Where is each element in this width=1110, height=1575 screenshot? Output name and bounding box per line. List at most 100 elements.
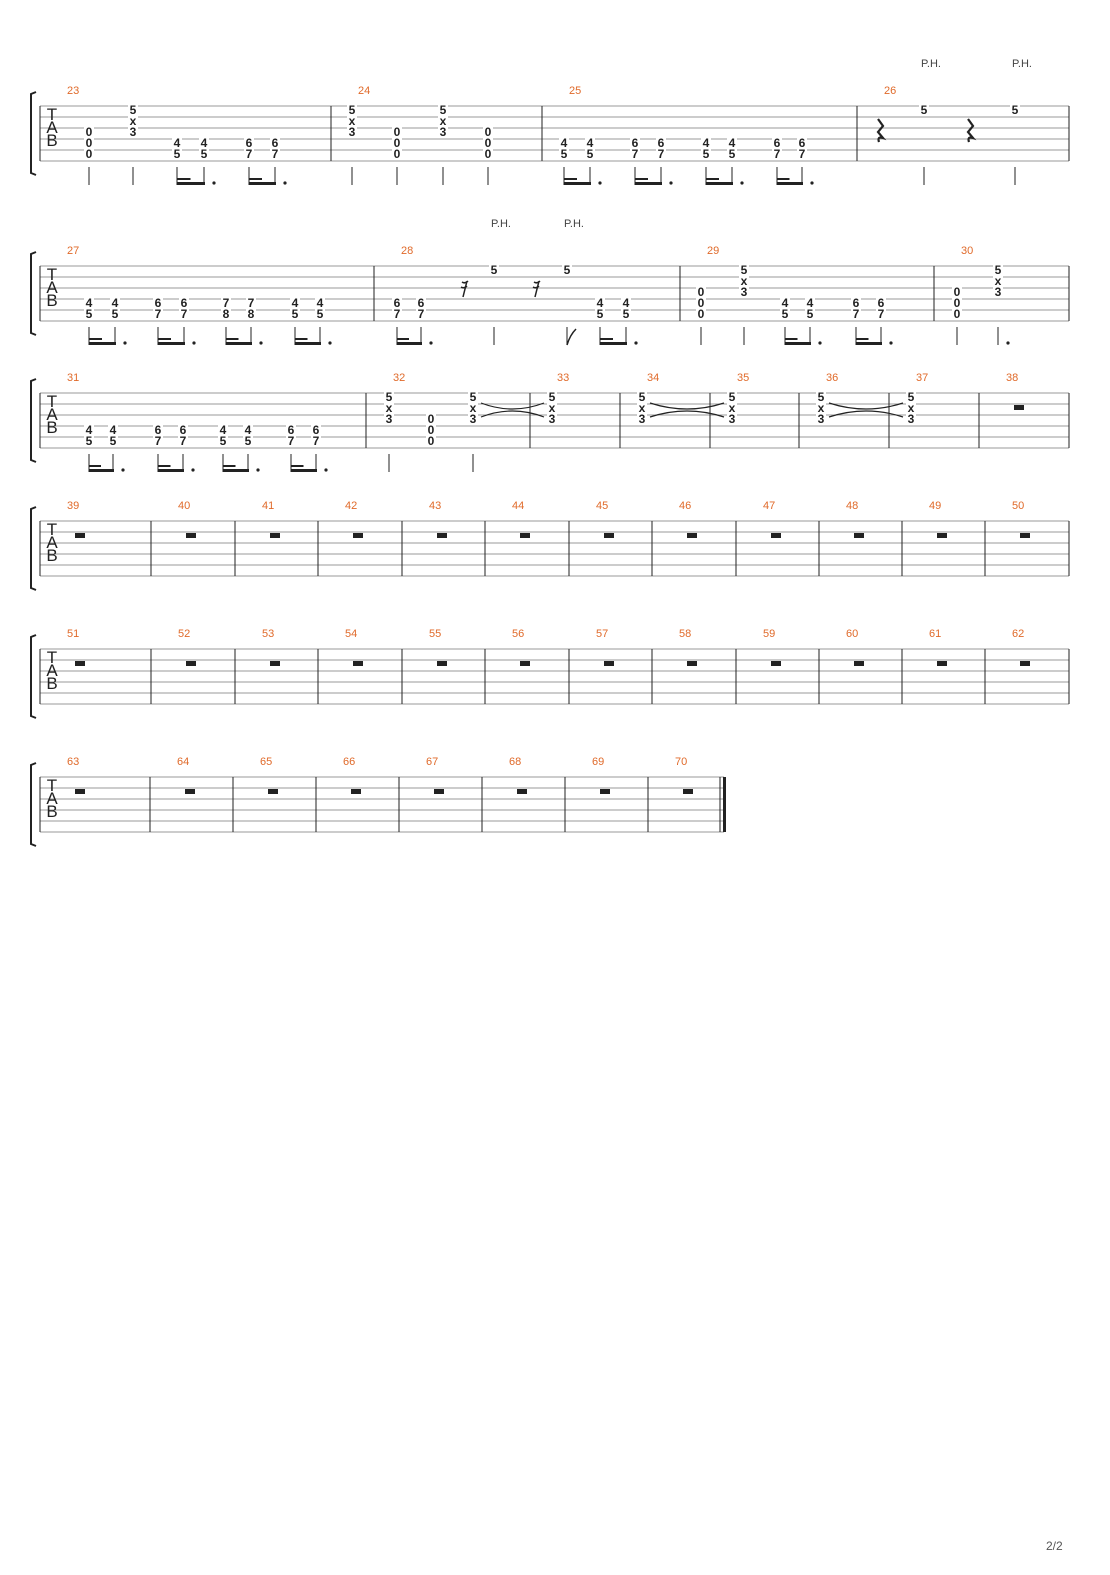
fret-mask <box>153 308 163 319</box>
fret-number: 5 <box>921 103 928 117</box>
fret-number: 0 <box>485 125 492 139</box>
fret-mask <box>701 148 711 159</box>
whole-rest <box>270 533 280 538</box>
fret-number: 5 <box>86 434 93 448</box>
fret-mask <box>246 308 256 319</box>
dot <box>740 181 744 185</box>
fret-number: 5 <box>639 390 646 404</box>
measure-number: 27 <box>67 245 79 257</box>
measure-number: 36 <box>826 372 838 384</box>
beam-secondary <box>635 178 648 180</box>
fret-number: 6 <box>181 296 188 310</box>
measure-number: 48 <box>846 500 858 512</box>
whole-rest <box>687 533 697 538</box>
fret-mask <box>851 297 861 308</box>
fret-mask <box>876 308 886 319</box>
tab-clef-letter: T <box>47 265 57 284</box>
tie <box>480 410 545 418</box>
fret-mask <box>286 435 296 446</box>
fret-number: 5 <box>807 307 814 321</box>
fret-number: 0 <box>954 285 961 299</box>
fret-number: 6 <box>878 296 885 310</box>
fret-mask <box>392 126 402 137</box>
whole-rest <box>351 789 361 794</box>
fret-number: 6 <box>853 296 860 310</box>
fret-number: 5 <box>564 263 571 277</box>
whole-rest <box>185 789 195 794</box>
fret-mask <box>246 297 256 308</box>
fret-number: 7 <box>181 307 188 321</box>
fret-number: 6 <box>394 296 401 310</box>
fret-mask <box>780 308 790 319</box>
dot <box>669 181 673 185</box>
fret-mask <box>816 402 826 413</box>
fret-number: 4 <box>703 136 710 150</box>
fret-mask <box>392 297 402 308</box>
fret-number: 5 <box>561 147 568 161</box>
fret-number: x <box>639 401 646 415</box>
dot <box>1006 341 1010 345</box>
dot <box>810 181 814 185</box>
dot <box>259 341 263 345</box>
fret-number: 7 <box>799 147 806 161</box>
fret-mask <box>906 391 916 402</box>
fret-mask <box>347 104 357 115</box>
fret-mask <box>797 148 807 159</box>
measure-number: 49 <box>929 500 941 512</box>
fret-number: x <box>908 401 915 415</box>
fret-mask <box>218 435 228 446</box>
fret-mask <box>656 137 666 148</box>
fret-number: 6 <box>246 136 253 150</box>
fret-number: 0 <box>954 307 961 321</box>
measure-number: 23 <box>67 85 79 97</box>
fret-number: 5 <box>110 434 117 448</box>
fret-number: 8 <box>248 307 255 321</box>
fret-number: 5 <box>741 263 748 277</box>
fret-number: 3 <box>729 412 736 426</box>
staff-bracket <box>30 91 37 176</box>
fret-number: 0 <box>954 296 961 310</box>
fret-mask <box>468 391 478 402</box>
measure-number: 38 <box>1006 372 1018 384</box>
sixteenth-rest <box>532 280 541 298</box>
fret-number: 4 <box>587 136 594 150</box>
whole-rest <box>854 661 864 666</box>
fret-mask <box>851 308 861 319</box>
beam <box>706 182 733 185</box>
beam <box>249 182 276 185</box>
fret-number: 0 <box>698 285 705 299</box>
measure-number: 25 <box>569 85 581 97</box>
dot <box>283 181 287 185</box>
whole-rest <box>186 533 196 538</box>
fret-number: 5 <box>729 147 736 161</box>
measure-number: 52 <box>178 628 190 640</box>
fret-number: 7 <box>248 296 255 310</box>
fret-number: 4 <box>782 296 789 310</box>
dot <box>324 468 328 472</box>
measure-number: 28 <box>401 245 413 257</box>
fret-mask <box>656 148 666 159</box>
whole-rest <box>1014 405 1024 410</box>
whole-rest <box>517 789 527 794</box>
fret-number: 0 <box>394 147 401 161</box>
fret-mask <box>559 137 569 148</box>
fret-mask <box>347 126 357 137</box>
beam-secondary <box>226 338 239 340</box>
fret-number: 7 <box>878 307 885 321</box>
fret-mask <box>595 308 605 319</box>
fret-mask <box>243 435 253 446</box>
fret-mask <box>221 308 231 319</box>
fret-number: 7 <box>658 147 665 161</box>
fret-number: 0 <box>428 412 435 426</box>
beam <box>397 342 422 345</box>
fret-number: 5 <box>491 263 498 277</box>
fret-mask <box>772 148 782 159</box>
fret-mask <box>178 424 188 435</box>
fret-number: 5 <box>440 103 447 117</box>
fret-mask <box>816 413 826 424</box>
measure-number: 64 <box>177 756 189 768</box>
fret-mask <box>218 424 228 435</box>
measure-number: 46 <box>679 500 691 512</box>
fret-number: 5 <box>174 147 181 161</box>
fret-number: 5 <box>112 307 119 321</box>
